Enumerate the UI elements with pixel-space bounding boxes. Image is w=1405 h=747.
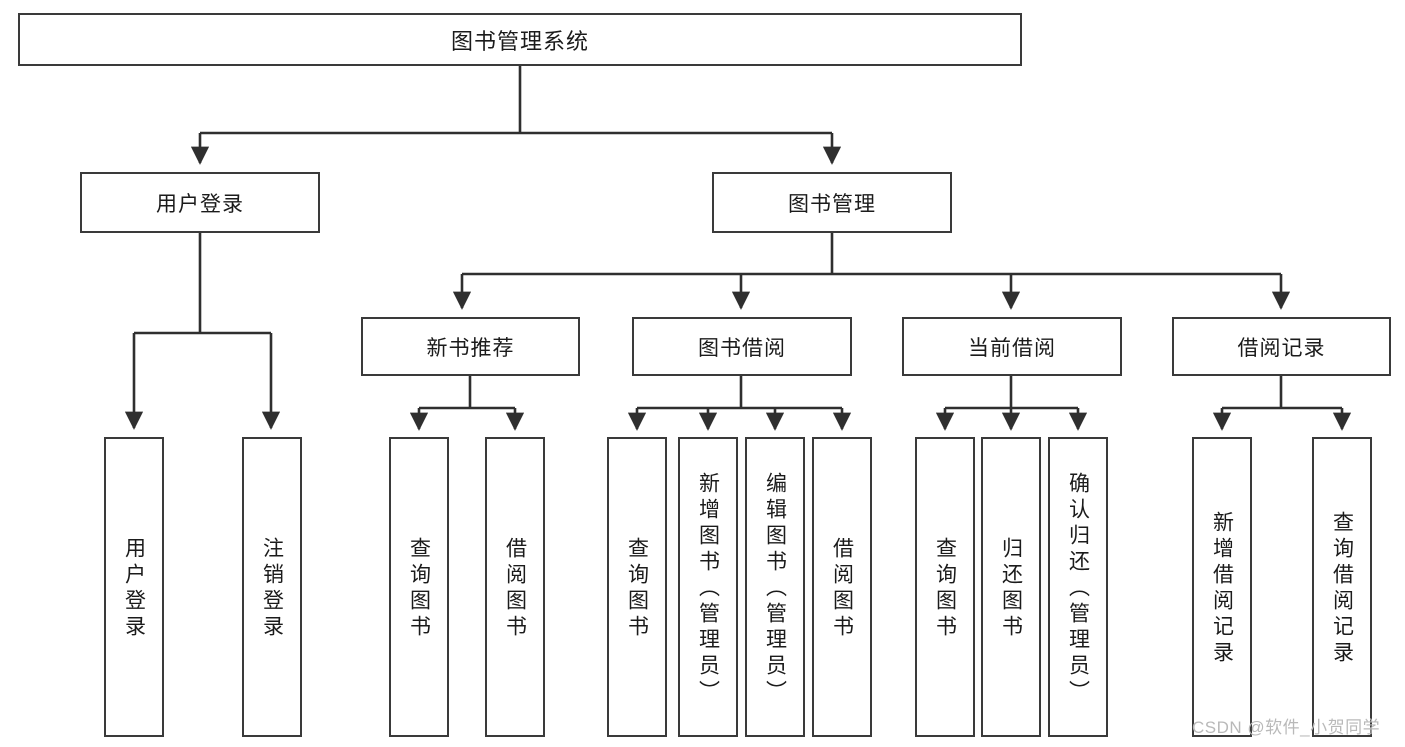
leaf-query-borrow-record[interactable]: 查询借阅记录: [1312, 437, 1372, 737]
csdn-watermark: CSDN @软件_小贺同学: [1192, 718, 1381, 737]
leaf-borrow-book-recommend[interactable]: 借阅图书: [485, 437, 545, 737]
leaf-query-book-current[interactable]: 查询图书: [915, 437, 975, 737]
leaf-add-borrow-record[interactable]: 新增借阅记录: [1192, 437, 1252, 737]
node-book-manage[interactable]: 图书管理: [712, 172, 952, 233]
leaf-query-book-borrow[interactable]: 查询图书: [607, 437, 667, 737]
node-borrow-record[interactable]: 借阅记录: [1172, 317, 1391, 376]
node-new-book-recommend[interactable]: 新书推荐: [361, 317, 580, 376]
leaf-logout-login[interactable]: 注销登录: [242, 437, 302, 737]
leaf-confirm-return-admin[interactable]: 确认归还（管理员）: [1048, 437, 1108, 737]
leaf-edit-book-admin[interactable]: 编辑图书（管理员）: [745, 437, 805, 737]
node-book-borrow[interactable]: 图书借阅: [632, 317, 852, 376]
leaf-user-login[interactable]: 用户登录: [104, 437, 164, 737]
leaf-return-book[interactable]: 归还图书: [981, 437, 1041, 737]
node-current-borrow[interactable]: 当前借阅: [902, 317, 1122, 376]
leaf-borrow-book-borrow[interactable]: 借阅图书: [812, 437, 872, 737]
node-root-system[interactable]: 图书管理系统: [18, 13, 1022, 66]
leaf-add-book-admin[interactable]: 新增图书（管理员）: [678, 437, 738, 737]
leaf-query-book-recommend[interactable]: 查询图书: [389, 437, 449, 737]
node-user-login[interactable]: 用户登录: [80, 172, 320, 233]
